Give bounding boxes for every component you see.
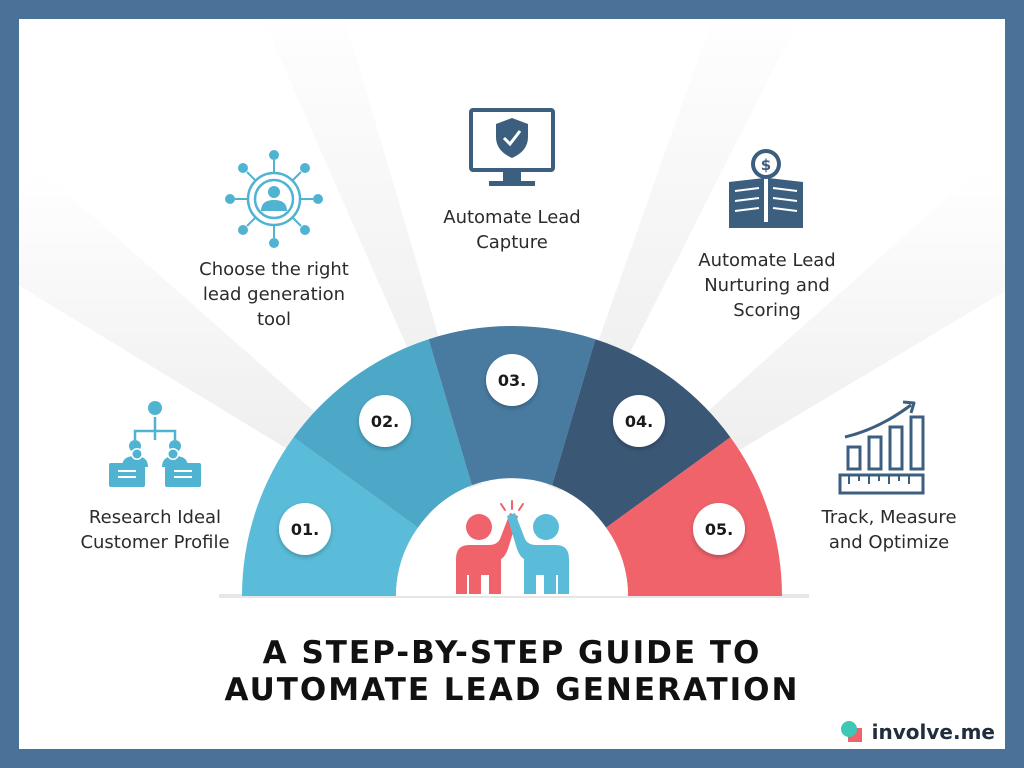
person-blue	[507, 513, 569, 594]
step-number-05: 05.	[705, 520, 733, 539]
high-five-illustration	[456, 500, 569, 594]
badge-03	[486, 354, 538, 406]
step-number-03: 03.	[498, 371, 526, 390]
step-label-04: Automate Lead Nurturing and Scoring	[698, 250, 836, 321]
title-line-1: A STEP-BY-STEP GUIDE TO	[262, 635, 762, 671]
step-number-04: 04.	[625, 412, 653, 431]
growth-chart-icon	[838, 400, 925, 495]
badge-05	[693, 503, 745, 555]
network-user-icon	[225, 150, 323, 248]
step-label-02: Choose the right lead generation tool	[199, 259, 349, 330]
svg-text:$: $	[761, 156, 771, 174]
step-label-01: Research Ideal Customer Profile	[80, 507, 230, 553]
high-five-sparks	[500, 500, 524, 511]
number-bulbs: 01. 02. 03. 04. 05.	[259, 336, 765, 575]
org-chart-icon	[109, 401, 201, 487]
step-number-01: 01.	[291, 520, 319, 539]
step-number-02: 02.	[371, 412, 399, 431]
monitor-shield-icon	[469, 108, 555, 186]
step-label-05: Track, Measure and Optimize	[821, 507, 957, 553]
involve-me-logo-mark	[840, 721, 862, 742]
title-line-2: AUTOMATE LEAD GENERATION	[224, 672, 800, 708]
diagram-canvas: 01. 02. 03. 04. 05.	[19, 19, 1005, 598]
brand-logo: involve.me	[831, 715, 1005, 749]
person-red	[456, 513, 518, 594]
infographic-card: 01. 02. 03. 04. 05.	[19, 19, 1005, 749]
badge-02	[359, 395, 411, 447]
arc-center	[396, 480, 628, 596]
brand-name: involve.me	[871, 720, 995, 744]
ledger-dollar-icon: $	[729, 149, 803, 228]
badge-04	[613, 395, 665, 447]
badge-01	[279, 503, 331, 555]
step-label-03: Automate Lead Capture	[443, 207, 581, 253]
